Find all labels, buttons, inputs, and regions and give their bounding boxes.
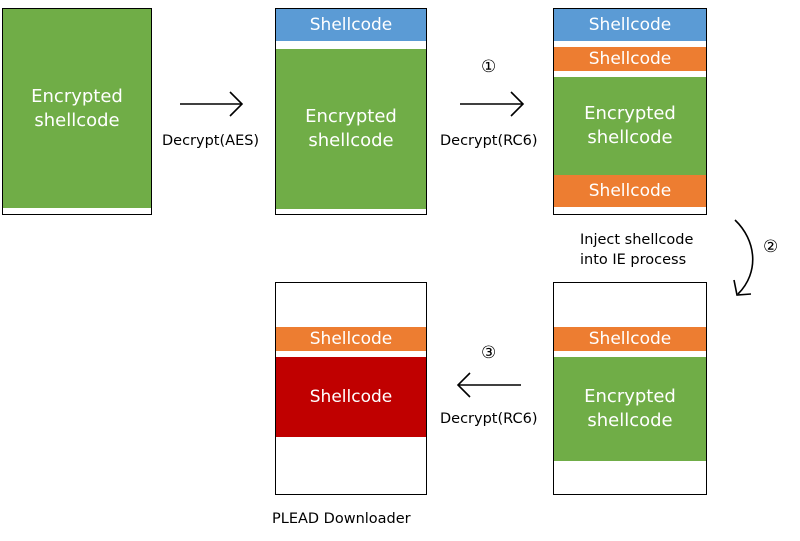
arrow-right-2 <box>460 91 525 117</box>
shellcode-segment-orange: Shellcode <box>554 175 706 207</box>
decrypt-aes-label: Decrypt(AES) <box>162 133 260 149</box>
shellcode-segment-orange: Shellcode <box>554 47 706 71</box>
memory-block-4: Shellcode Encrypted shellcode <box>553 282 707 495</box>
encrypted-shellcode-segment: Encrypted shellcode <box>3 9 151 208</box>
plead-downloader-caption: PLEAD Downloader <box>272 511 411 527</box>
encrypted-shellcode-segment: Encrypted shellcode <box>276 49 426 209</box>
memory-block-2: Shellcode Encrypted shellcode <box>275 8 427 215</box>
shellcode-segment-blue: Shellcode <box>276 9 426 41</box>
memory-block-1: Encrypted shellcode <box>2 8 152 215</box>
curved-arrow-down <box>733 219 754 296</box>
shellcode-segment-red: Shellcode <box>276 357 426 437</box>
inject-label: Inject shellcode into IE process <box>580 232 694 268</box>
shellcode-segment-orange: Shellcode <box>554 327 706 351</box>
memory-block-3: Shellcode Shellcode Encrypted shellcode … <box>553 8 707 215</box>
shellcode-segment-orange: Shellcode <box>276 327 426 351</box>
step-marker-1: ① <box>481 57 497 77</box>
encrypted-shellcode-segment: Encrypted shellcode <box>554 77 706 175</box>
shellcode-segment-blue: Shellcode <box>554 9 706 41</box>
decrypt-rc6-label-2: Decrypt(RC6) <box>440 411 538 427</box>
arrow-right-1 <box>180 91 244 117</box>
encrypted-shellcode-segment: Encrypted shellcode <box>554 357 706 461</box>
decrypt-rc6-label-1: Decrypt(RC6) <box>440 133 538 149</box>
arrow-left <box>456 372 521 398</box>
step-marker-2: ② <box>763 237 779 257</box>
step-marker-3: ③ <box>481 343 497 363</box>
memory-block-5: Shellcode Shellcode <box>275 282 427 495</box>
